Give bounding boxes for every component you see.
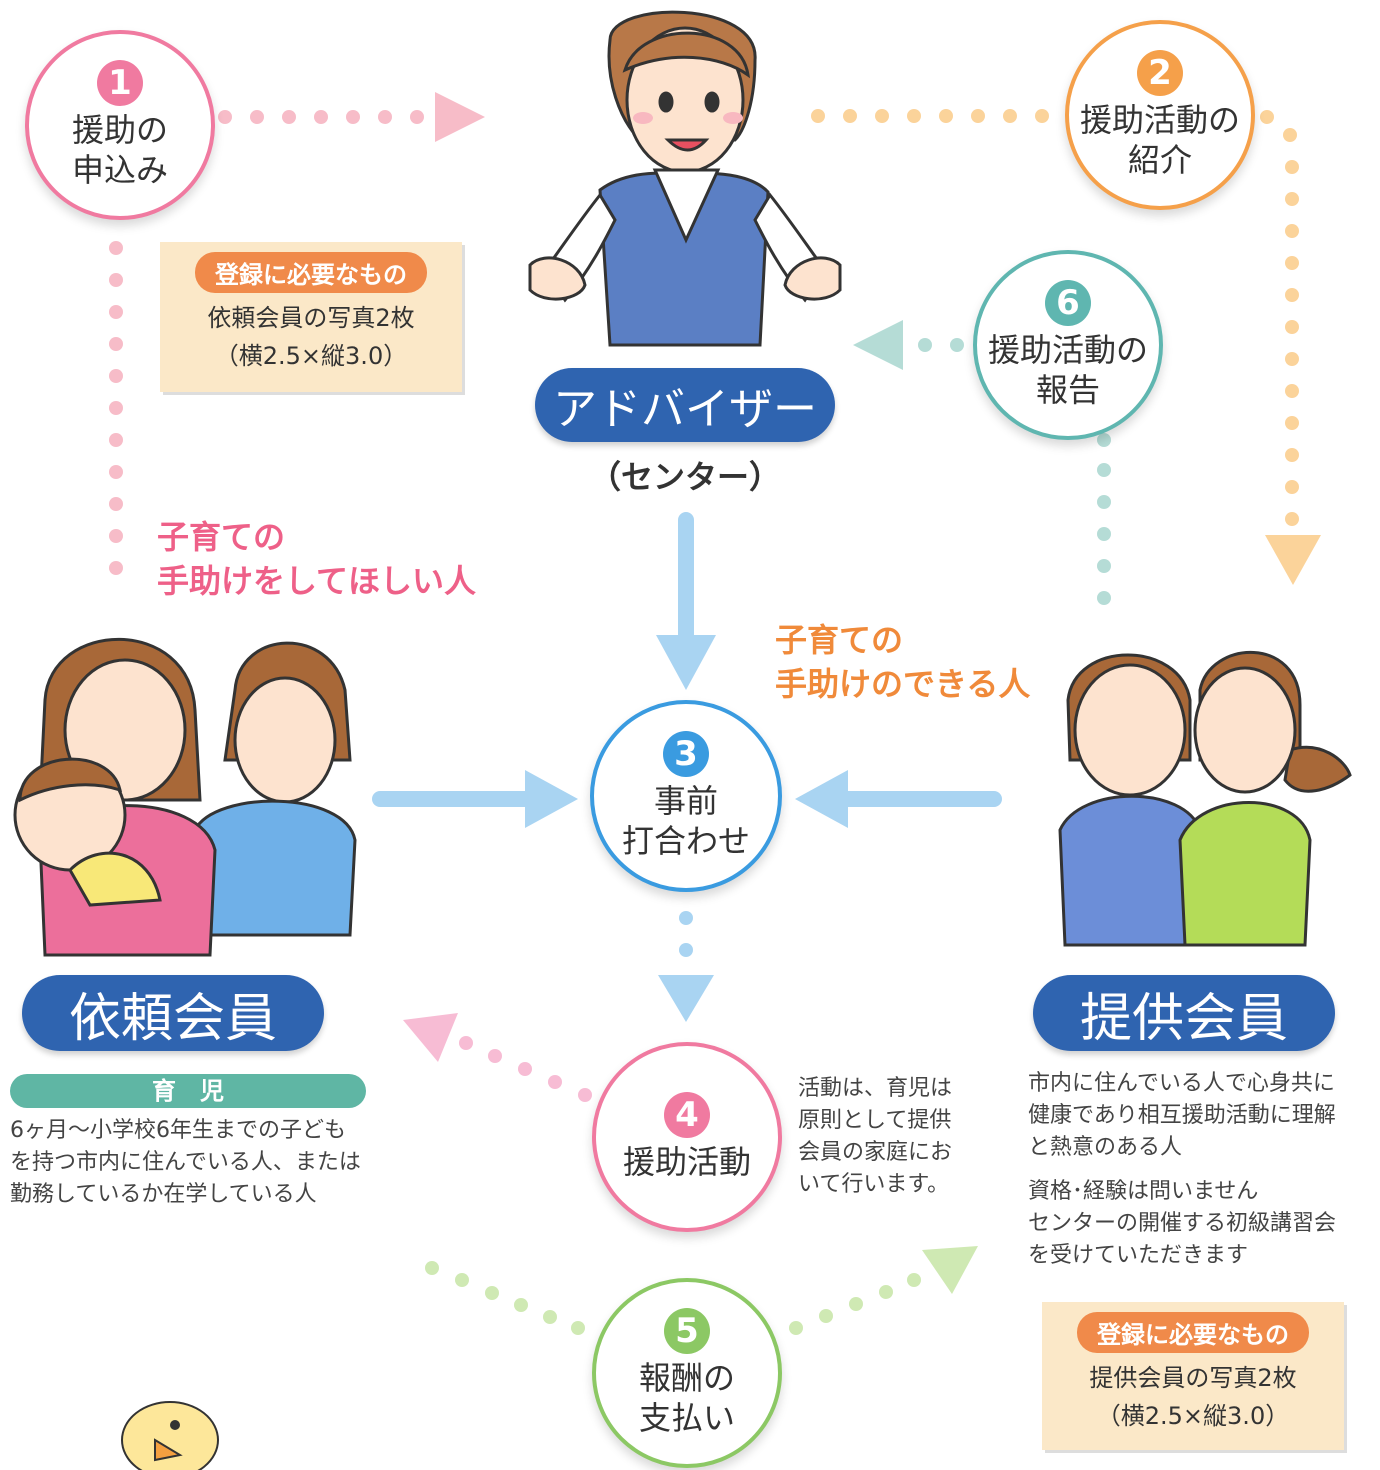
adviser-illustration (528, 10, 842, 347)
step-6-label-line1: 援助活動の (987, 331, 1148, 369)
dotted-path-1-to-adviser (218, 110, 424, 124)
adviser-subtitle: （センター） (588, 458, 781, 496)
chick-decoration (121, 1401, 219, 1470)
activity-note-line3: 会員の家庭にお (798, 1140, 953, 1165)
step-5-payment: 5 報酬の 支払い (592, 1278, 782, 1468)
provider-heading-line2: 手助けのできる人 (775, 665, 1031, 703)
step-number-6: 6 (1045, 280, 1091, 326)
dotted-path-adviser-to-2 (811, 109, 1274, 124)
arrow-head-blue-down-small (658, 975, 714, 1022)
arrow-head-orange-down (1265, 535, 1321, 585)
dotted-path-3-to-4 (679, 911, 693, 957)
step-6-report: 6 援助活動の 報告 (973, 250, 1163, 440)
client-requirement-size: （横2.5×縦3.0） (214, 342, 408, 370)
arrow-head-blue-left (795, 770, 848, 828)
provider-requirement-photo: 提供会員の写真2枚 (1089, 1364, 1297, 1392)
step-number-5: 5 (664, 1308, 710, 1354)
provider-heading-line1: 子育ての (775, 621, 904, 659)
dotted-path-2-to-provider (1283, 128, 1299, 526)
client-requirement-tag: 登録に必要なもの (195, 252, 427, 293)
provider-member-title-text: 提供会員 (1079, 988, 1288, 1049)
provider-illustration (1058, 650, 1352, 947)
step-1-label-line1: 援助の (71, 111, 168, 149)
arrow-head-pink-upleft (403, 1013, 458, 1062)
provider-description: 市内に住んでいる人で心身共に 健康であり相互援助活動に理解 と熱意のある人 (1028, 1068, 1373, 1164)
step-number-3: 3 (663, 731, 709, 777)
provider-requirement-size: （横2.5×縦3.0） (1096, 1402, 1290, 1430)
step-6-label-line2: 報告 (1035, 371, 1100, 409)
step-number-1: 1 (97, 60, 143, 106)
arrow-shaft-adviser-to-3 (678, 512, 694, 642)
client-family-illustration (13, 637, 357, 957)
step-4-label-line1: 援助活動 (622, 1143, 751, 1181)
provider-desc-line1: 市内に住んでいる人で心身共に (1028, 1071, 1335, 1096)
client-heading-line1: 子育ての (157, 518, 286, 556)
activity-note-line1: 活動は、育児は (798, 1076, 953, 1101)
dotted-path-4-to-client (459, 1036, 592, 1102)
client-desc-line1: 6ヶ月～小学校6年生までの子ども (10, 1118, 346, 1143)
client-requirement-photo: 依頼会員の写真2枚 (207, 304, 415, 332)
provider-desc2-line2: センターの開催する初級講習会 (1028, 1211, 1337, 1236)
step-number-2: 2 (1137, 50, 1183, 96)
provider-desc-line2: 健康であり相互援助活動に理解 (1028, 1103, 1336, 1128)
provider-heading: 子育ての 手助けのできる人 (775, 618, 1030, 706)
arrow-head-blue-down (656, 635, 716, 690)
activity-note: 活動は、育児は 原則として提供 会員の家庭にお いて行います。 (798, 1073, 978, 1201)
arrow-head-pink-right (435, 92, 485, 142)
client-desc-line3: 勤務しているか在学している人 (10, 1182, 317, 1207)
client-member-title: 依頼会員 (22, 975, 324, 1051)
step-5-label-line1: 報酬の (638, 1359, 735, 1397)
adviser-title: アドバイザー (535, 368, 835, 442)
provider-description-2: 資格･経験は問いません センターの開催する初級講習会 を受けていただきます (1028, 1176, 1373, 1272)
step-4-support-activity: 4 援助活動 (592, 1042, 782, 1232)
arrow-head-blue-right (525, 770, 578, 828)
adviser-title-text: アドバイザー (553, 384, 817, 435)
step-number-4: 4 (664, 1092, 710, 1138)
step-5-label-line2: 支払い (638, 1399, 735, 1437)
client-desc-line2: を持つ市内に住んでいる人、または (10, 1150, 361, 1175)
provider-requirement-tag: 登録に必要なもの (1077, 1312, 1309, 1353)
arrow-shaft-provider-to-3 (832, 791, 1002, 807)
arrow-shaft-client-to-3 (372, 791, 540, 807)
client-heading: 子育ての 手助けをしてほしい人 (157, 515, 476, 603)
client-category-bar: 育 児 (10, 1074, 366, 1108)
provider-desc2-line1: 資格･経験は問いません (1028, 1179, 1259, 1204)
step-2-label-line2: 紹介 (1127, 141, 1192, 179)
dotted-path-client-to-5 (425, 1261, 585, 1335)
arrow-head-green-upright (922, 1246, 978, 1294)
provider-desc2-line3: を受けていただきます (1028, 1243, 1249, 1268)
step-1-apply: 1 援助の 申込み (25, 30, 215, 220)
step-2-introduce: 2 援助活動の 紹介 (1065, 20, 1255, 210)
activity-note-line2: 原則として提供 (798, 1108, 952, 1133)
dotted-path-5-to-provider (789, 1273, 921, 1335)
provider-member-title: 提供会員 (1033, 975, 1335, 1051)
client-requirement-box: 登録に必要なもの 依頼会員の写真2枚 （横2.5×縦3.0） (160, 242, 462, 392)
provider-requirement-box: 登録に必要なもの 提供会員の写真2枚 （横2.5×縦3.0） (1042, 1302, 1344, 1450)
step-2-label-line1: 援助活動の (1079, 101, 1240, 139)
client-category-text: 育 児 (152, 1077, 224, 1105)
step-1-label-line2: 申込み (71, 151, 168, 189)
dotted-path-client-to-1 (109, 241, 123, 575)
provider-desc-line3: と熱意のある人 (1028, 1135, 1183, 1160)
client-description: 6ヶ月～小学校6年生までの子ども を持つ市内に住んでいる人、または 勤務している… (10, 1115, 380, 1211)
step-3-label-line2: 打合わせ (621, 822, 750, 860)
client-member-title-text: 依頼会員 (68, 988, 277, 1049)
activity-note-line4: いて行います。 (798, 1172, 950, 1197)
step-3-label-line1: 事前 (653, 782, 718, 820)
arrow-head-teal-left (853, 320, 903, 370)
step-3-prior-meeting: 3 事前 打合わせ (590, 700, 782, 892)
dotted-path-provider-to-6 (918, 338, 1111, 605)
client-heading-line2: 手助けをしてほしい人 (157, 562, 477, 600)
